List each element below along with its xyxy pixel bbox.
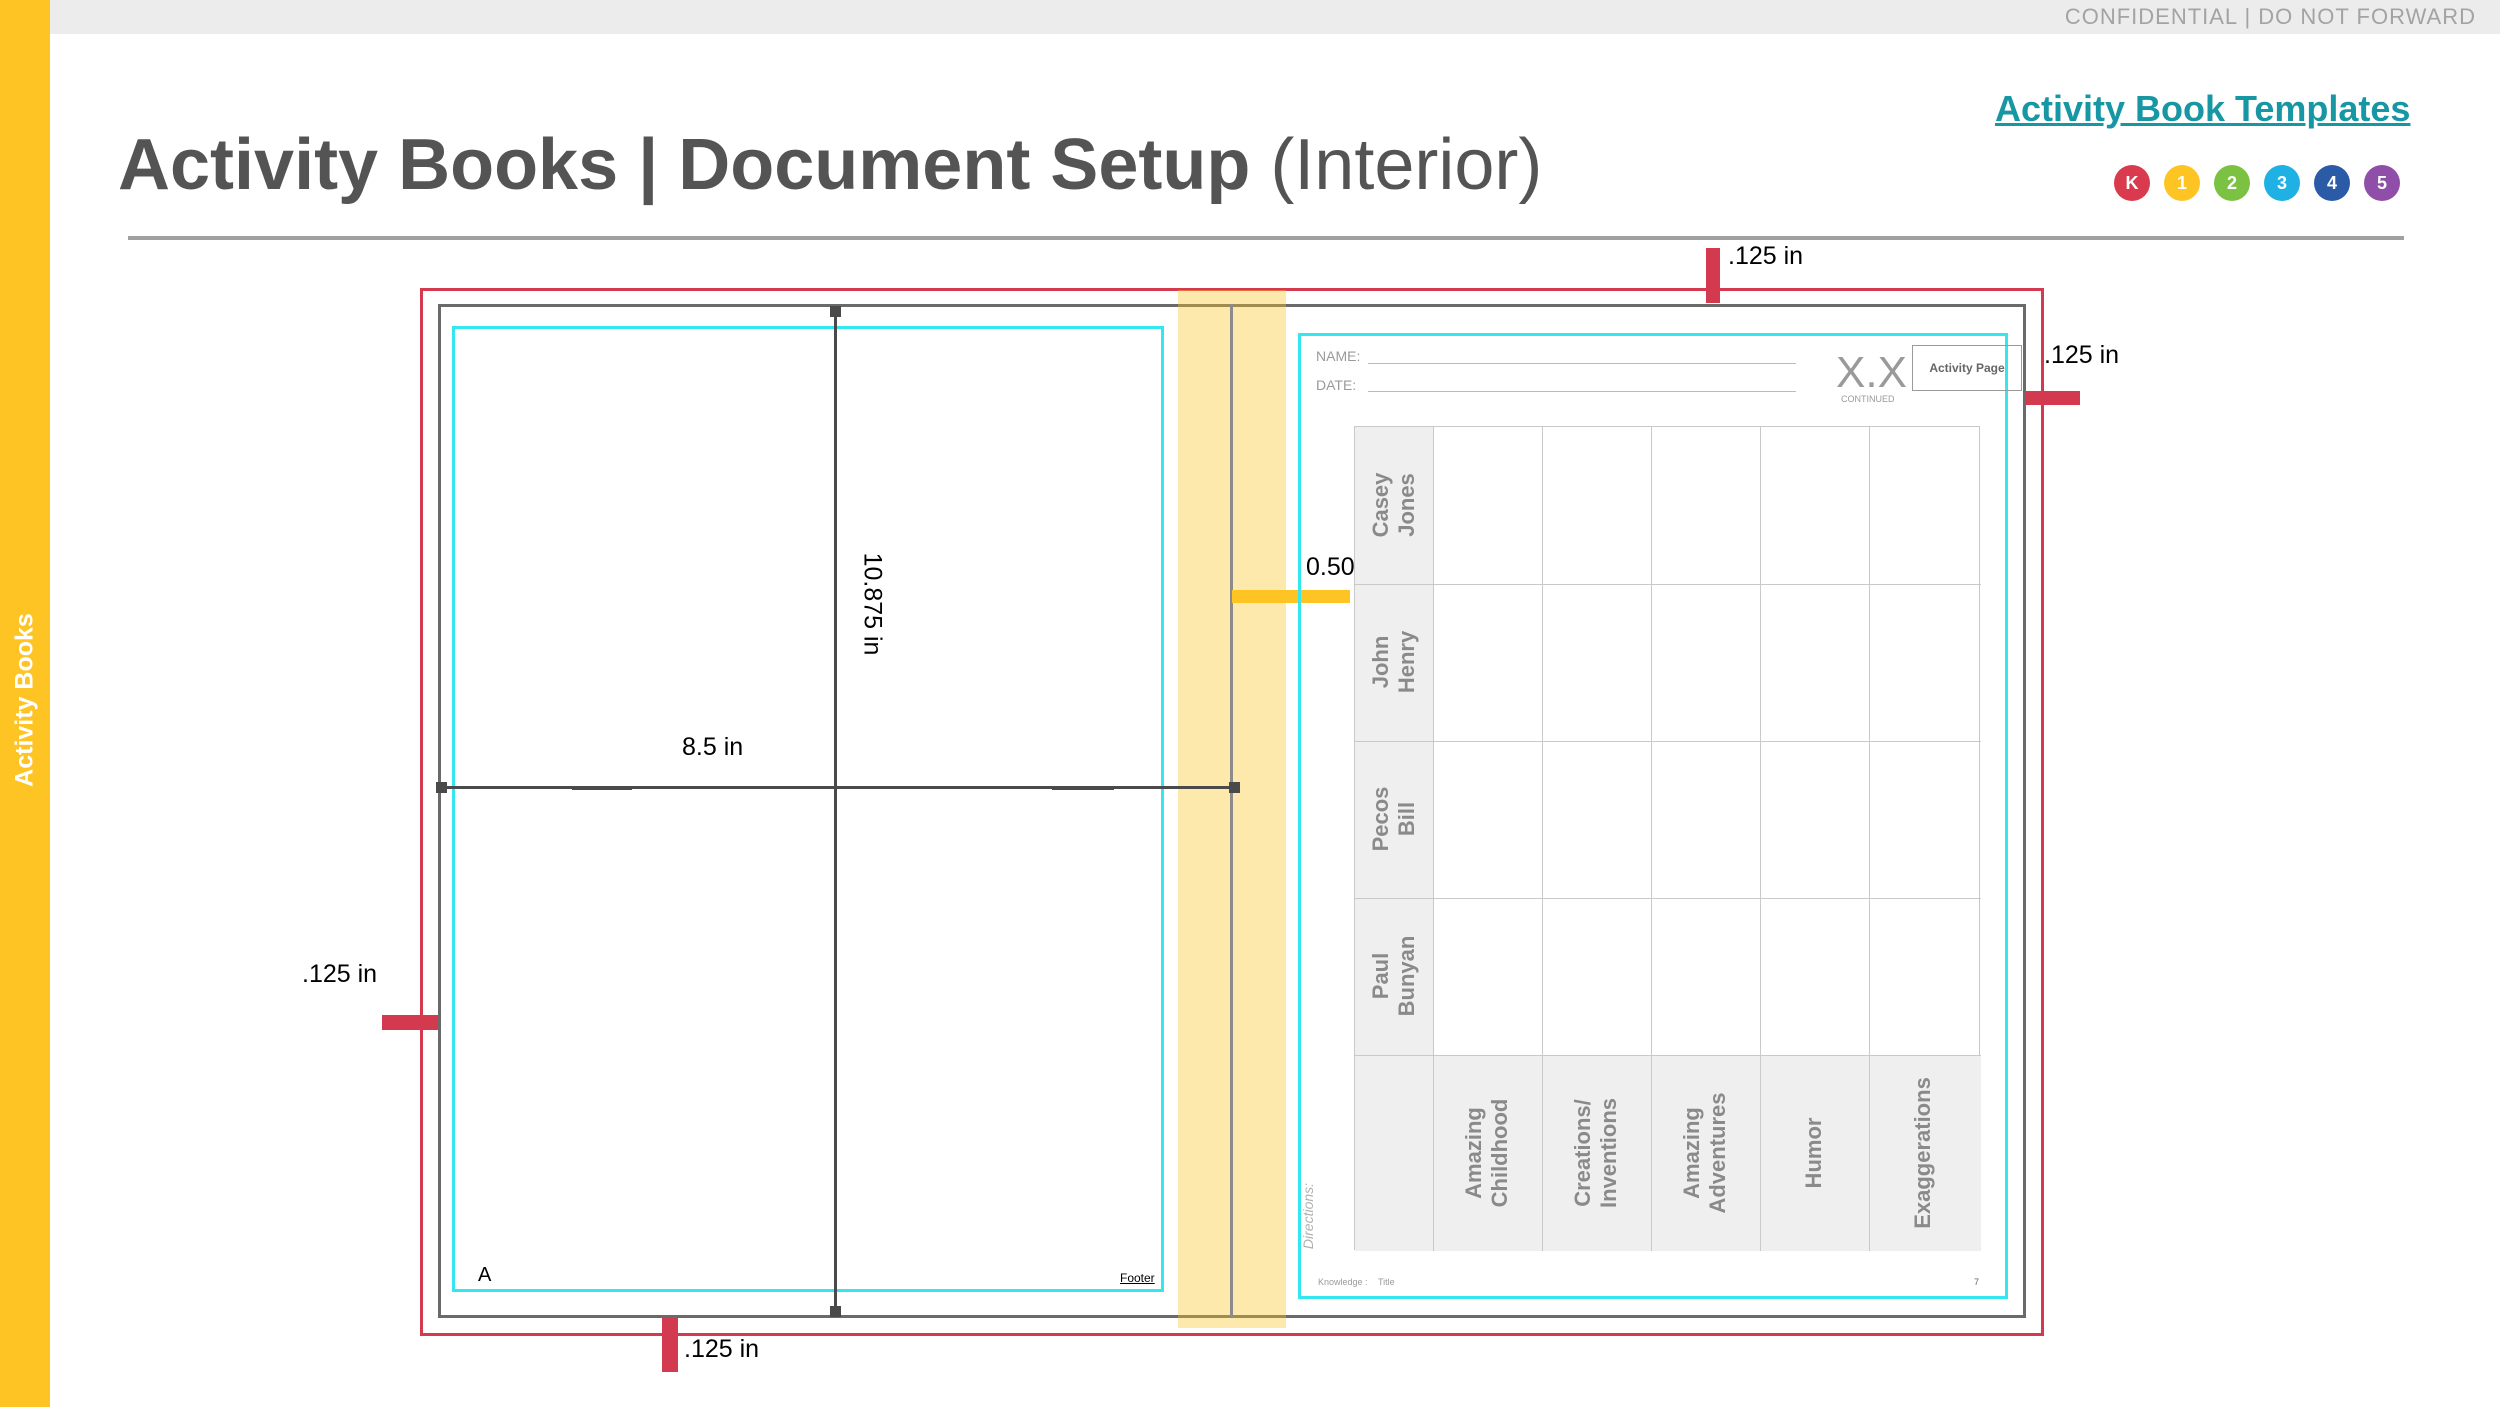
width-measure-end [436,782,447,793]
worksheet-continued: CONTINUED [1841,394,1895,404]
worksheet-footer-left: Knowledge : [1318,1277,1368,1287]
table-hline [1355,741,1981,742]
grade-label: 4 [2326,172,2337,193]
bleed-top-label: .125 in [1728,242,1804,270]
bleed-outline [420,288,2044,1336]
sidebar [0,0,50,1407]
worksheet-page-number: 7 [1974,1277,1980,1287]
activity-page-label: Activity Page [1929,361,2005,375]
sidebar-label: Activity Books [10,613,39,787]
title-divider [128,236,2404,240]
activity-book-templates-link[interactable]: Activity Book Templates [1995,88,2411,129]
left-page-footer: Footer [1120,1271,1155,1285]
height-measure-line [834,310,837,1314]
height-measure-end [830,306,841,317]
grade-label: 2 [2226,172,2237,193]
table-hline [1355,584,1981,585]
grade-badge-1[interactable]: 1 [2164,165,2200,201]
bleed-marker-right [2026,391,2080,405]
column-label-amazing-childhood: Amazing Childhood [1461,1098,1512,1208]
table-vline [1869,427,1870,1251]
table-vline [1651,427,1652,1251]
height-measure-end [830,1306,841,1317]
column-label-creations-inventions: Creations/ Inventions [1570,1097,1621,1209]
bleed-marker-left [382,1015,438,1030]
spine-line [1230,304,1233,1318]
row-label-pecos-bill: Pecos Bill [1368,786,1419,852]
worksheet-footer-title: Title [1378,1277,1395,1287]
left-page-margin [452,326,1164,1292]
page-title-main: Activity Books | Document Setup [118,125,1251,205]
column-label-exaggerations: Exaggerations [1910,1077,1935,1229]
grade-label: K [2125,172,2139,193]
top-bar [0,0,2500,34]
grade-badges: K 1 2 3 4 5 [2114,165,2414,201]
activity-page-tag: Activity Page [1912,345,2022,391]
table-vline [1760,427,1761,1251]
width-measure-tick [1052,786,1114,790]
worksheet-directions: Directions: [1300,1182,1316,1250]
grade-badge-4[interactable]: 4 [2314,165,2350,201]
height-label: 10.875 in [858,552,887,656]
table-vline [1542,427,1543,1251]
width-label: 8.5 in [682,733,744,761]
confidential-notice: CONFIDENTIAL | DO NOT FORWARD [2064,4,2476,29]
column-label-amazing-adventures: Amazing Adventures [1679,1092,1730,1214]
page-title-sub: (Interior) [1270,125,1543,205]
page-title: Activity Books | Document Setup (Interio… [118,124,1542,206]
table-vline [1433,427,1434,1251]
grade-label: 1 [2176,172,2187,193]
left-page-letter: A [478,1264,492,1286]
bleed-marker-top [1706,248,1720,303]
worksheet-number: X.X [1836,348,1907,397]
table-hline [1355,898,1981,899]
bleed-left-label: .125 in [302,960,378,988]
grade-badge-3[interactable]: 3 [2264,165,2300,201]
row-label-casey-jones: Casey Jones [1368,472,1419,538]
worksheet-date-line [1368,391,1796,392]
right-page-margin [1298,333,2008,1299]
worksheet-name-label: NAME: [1316,348,1361,364]
row-label-paul-bunyan: Paul Bunyan [1368,935,1419,1017]
bleed-right-label: .125 in [2044,341,2120,369]
column-label-humor: Humor [1801,1117,1826,1189]
column-header-band [1355,1055,1981,1251]
worksheet-name-line [1368,363,1796,364]
width-measure-end [1229,782,1240,793]
grade-badge-5[interactable]: 5 [2364,165,2400,201]
grade-label: 5 [2376,172,2387,193]
grade-badge-k[interactable]: K [2114,165,2150,201]
worksheet-table: Casey Jones John Henry Pecos Bill Paul B… [1354,426,1981,1251]
width-measure-tick [572,786,632,790]
row-label-john-henry: John Henry [1368,630,1419,694]
grade-badge-2[interactable]: 2 [2214,165,2250,201]
bleed-marker-bottom [662,1318,678,1372]
gutter-marker [1232,590,1350,603]
grade-label: 3 [2276,172,2287,193]
table-hline [1355,1055,1981,1056]
bleed-bottom-label: .125 in [684,1335,760,1363]
worksheet-date-label: DATE: [1316,377,1357,393]
width-measure-line [440,786,1232,789]
